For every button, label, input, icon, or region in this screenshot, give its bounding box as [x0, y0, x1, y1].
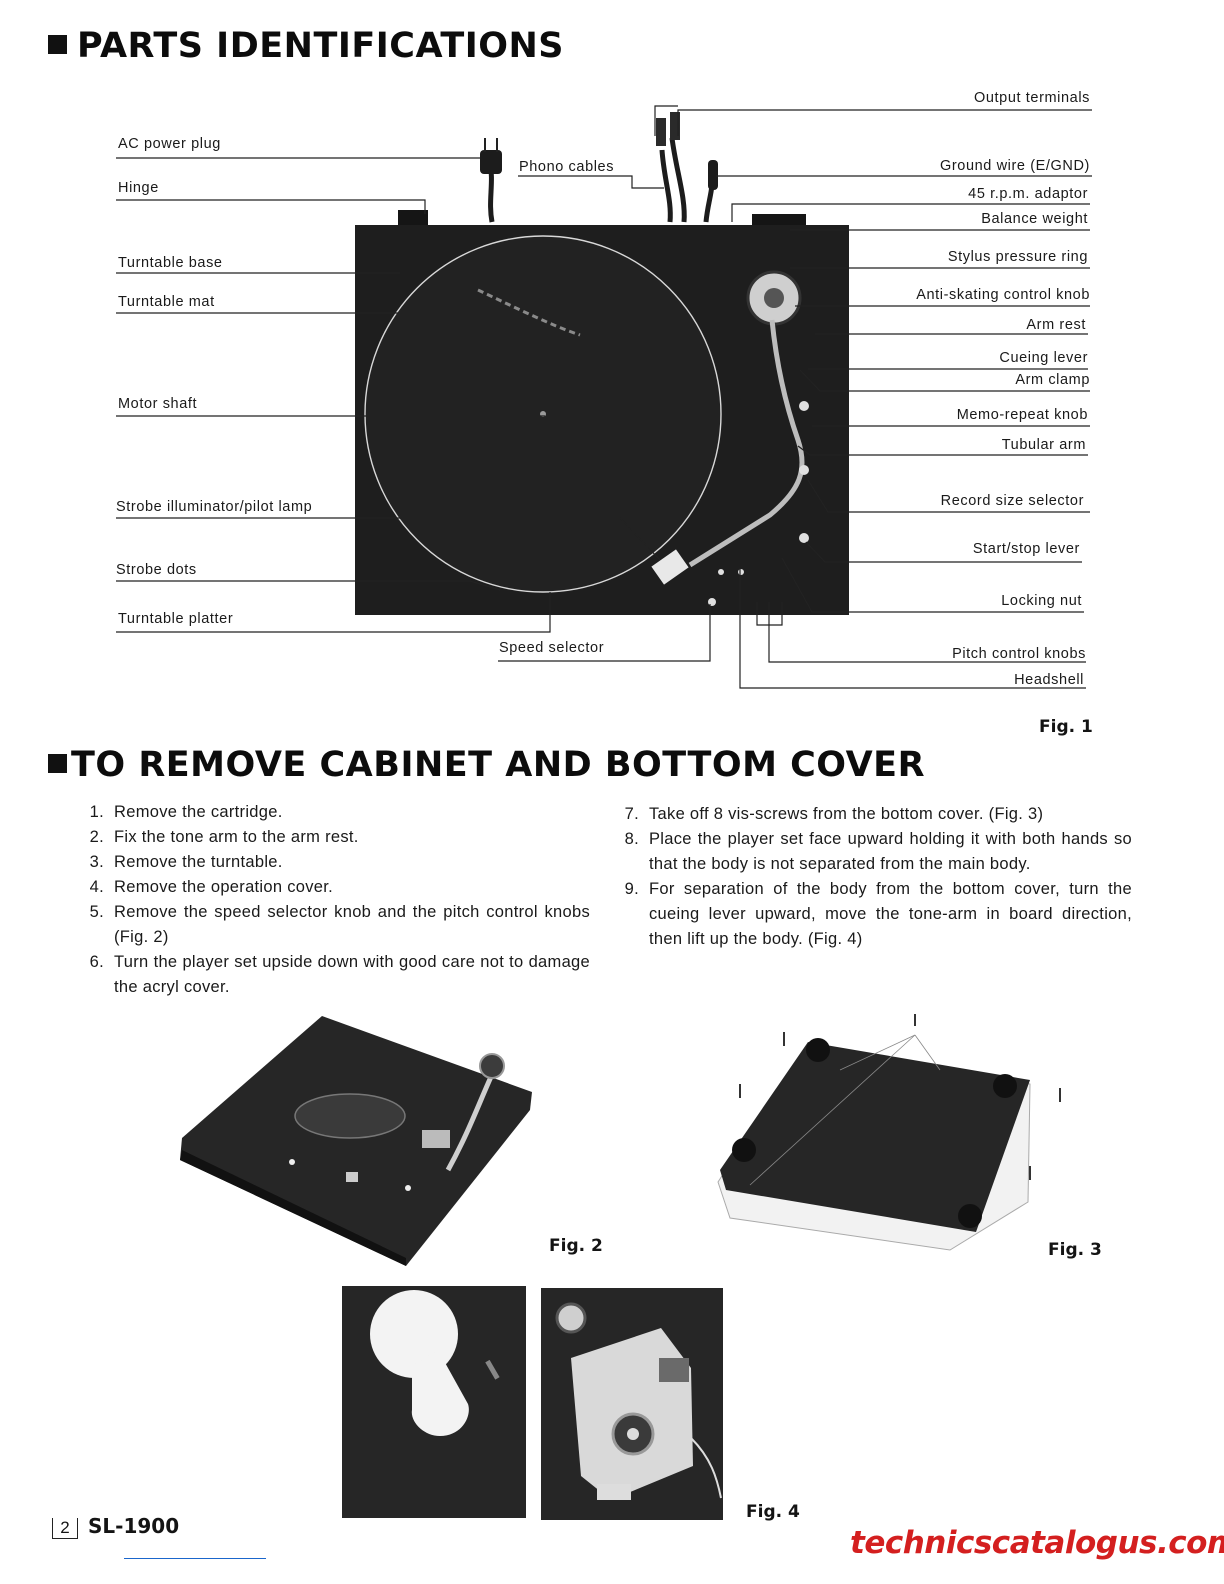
step-item: 6.Turn the player set upside down with g… [89, 953, 590, 996]
label-turntable-platter: Turntable platter [118, 611, 234, 627]
label-output-terminals: Output terminals [974, 90, 1090, 106]
step-item: 4.Remove the operation cover. [89, 878, 334, 896]
footer-link-underline [124, 1558, 266, 1559]
balance-weight-top [752, 214, 806, 228]
square-bullet-icon [48, 34, 67, 54]
model-number: SL-1900 [88, 1514, 180, 1538]
leader-lines-left [116, 157, 661, 633]
plug-body [480, 150, 502, 174]
fig-1-caption: Fig. 1 [1039, 717, 1093, 737]
label-speed-selector: Speed selector [499, 640, 605, 656]
label-hinge: Hinge [118, 180, 159, 196]
label-turntable-mat: Turntable mat [118, 294, 215, 310]
fig-3-caption: Fig. 3 [1048, 1240, 1102, 1260]
fig-2-photo [180, 1016, 532, 1266]
steps-left-column: 1.Remove the cartridge. 2.Fix the tone a… [82, 800, 590, 1000]
leader-lines-center [498, 175, 711, 662]
label-ac-power-plug: AC power plug [118, 136, 221, 152]
label-anti-skating-knob: Anti-skating control knob [916, 287, 1090, 303]
steps-right-column: 7.Take off 8 vis-screws from the bottom … [617, 802, 1132, 952]
parts-identifications-heading: PARTS IDENTIFICATIONS [48, 26, 564, 66]
step-item: 5.Remove the speed selector knob and the… [89, 903, 590, 946]
leader-lines-right [654, 105, 1092, 689]
fig-4-caption: Fig. 4 [746, 1502, 800, 1522]
square-bullet-icon [48, 753, 67, 773]
page-number: 2 [52, 1518, 78, 1539]
step-item: 8.Place the player set face upward holdi… [624, 830, 1132, 873]
label-strobe-illuminator: Strobe illuminator/pilot lamp [116, 499, 313, 515]
turntable-top-view [116, 105, 1092, 689]
label-phono-cables: Phono cables [519, 159, 615, 175]
watermark-text: technicscatalogus.com [850, 1525, 1224, 1561]
memo-repeat-knob [799, 401, 809, 411]
label-ground-wire: Ground wire (E/GND) [940, 158, 1090, 174]
fig-2-caption: Fig. 2 [549, 1236, 603, 1256]
label-stylus-pressure-ring: Stylus pressure ring [947, 249, 1088, 265]
record-size-selector [799, 465, 809, 475]
label-45-rpm-adaptor: 45 r.p.m. adaptor [968, 186, 1088, 202]
label-memo-repeat-knob: Memo-repeat knob [956, 407, 1088, 423]
step-item: 7.Take off 8 vis-screws from the bottom … [624, 805, 1044, 823]
remove-cabinet-heading: TO REMOVE CABINET AND BOTTOM COVER [48, 745, 925, 785]
rca-plug-2 [670, 112, 680, 140]
step-item: 3.Remove the turntable. [89, 853, 283, 871]
start-stop-lever [799, 533, 809, 543]
pitch-knob-1 [738, 569, 744, 575]
label-arm-clamp: Arm clamp [1015, 372, 1090, 388]
label-motor-shaft: Motor shaft [118, 396, 198, 412]
step-item: 1.Remove the cartridge. [89, 803, 283, 821]
hinge-left [398, 210, 428, 228]
fig-4-photo-right [541, 1288, 723, 1520]
label-headshell: Headshell [1014, 672, 1084, 688]
speed-selector-knob [708, 598, 716, 606]
label-pitch-control-knobs: Pitch control knobs [952, 646, 1086, 662]
label-balance-weight: Balance weight [981, 211, 1088, 227]
label-start-stop-lever: Start/stop lever [972, 541, 1080, 557]
label-record-size-selector: Record size selector [940, 493, 1084, 509]
tubular-arm [688, 319, 805, 568]
step-item: 2.Fix the tone arm to the arm rest. [89, 828, 359, 846]
label-strobe-dots: Strobe dots [116, 562, 197, 578]
fig-4-photo-left [342, 1286, 526, 1518]
label-turntable-base: Turntable base [118, 255, 223, 271]
rca-plug-1 [656, 118, 666, 146]
fig-3-photo [717, 1014, 1061, 1251]
footer-page-info: 2 SL-1900 [52, 1514, 179, 1539]
headshell [651, 549, 689, 585]
step-item: 9.For separation of the body from the bo… [624, 880, 1132, 948]
label-arm-rest: Arm rest [1026, 317, 1086, 333]
label-cueing-lever: Cueing lever [999, 350, 1088, 366]
label-tubular-arm: Tubular arm [1001, 437, 1086, 453]
ac-power-plug-cable [487, 137, 715, 223]
ground-wire-lug [708, 160, 718, 190]
label-locking-nut: Locking nut [1001, 593, 1082, 609]
figure-1-diagram: AC power plug Hinge Turntable base Turnt… [0, 0, 1224, 720]
pitch-knob-2 [718, 569, 724, 575]
